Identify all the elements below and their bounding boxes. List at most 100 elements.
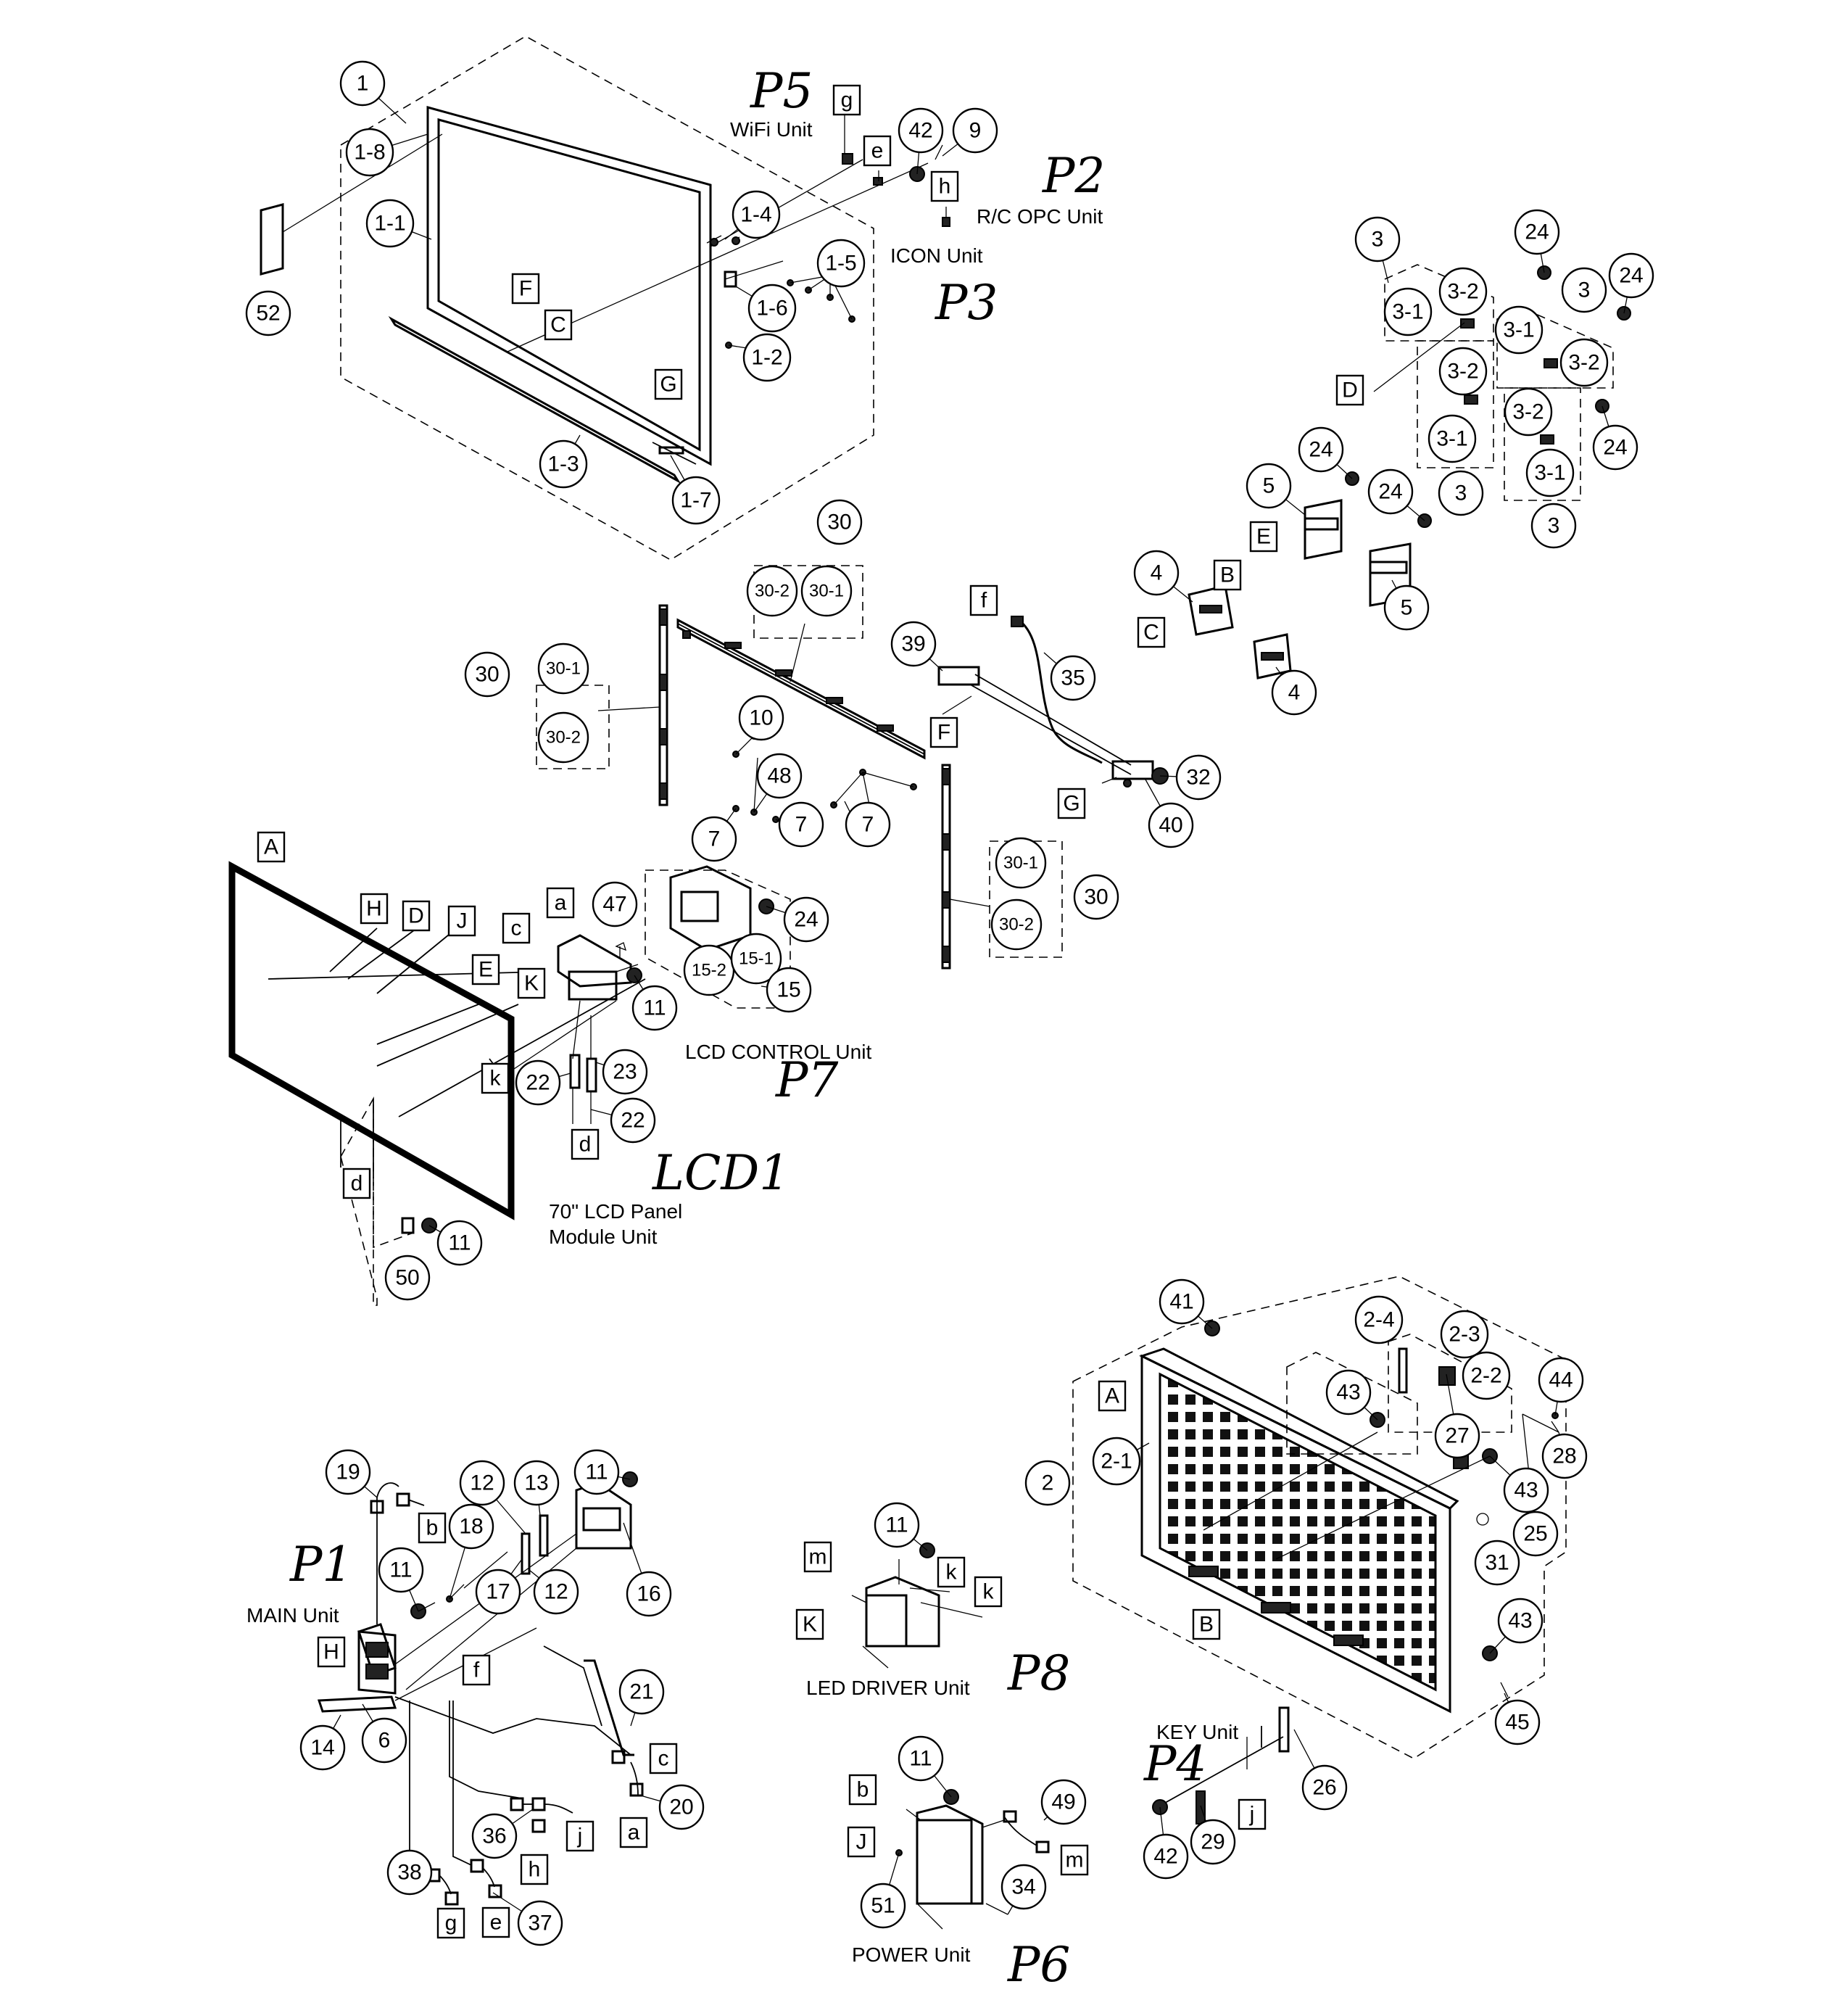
connector-box: [848, 1774, 877, 1806]
callout-circle: [1246, 463, 1292, 509]
part-number: 30-2: [755, 582, 790, 601]
part-callout: 1-7: [671, 476, 721, 525]
part-callout: 47: [592, 881, 638, 927]
callout-circle: [386, 1849, 433, 1896]
connector-callout: d: [571, 1128, 600, 1160]
callout-circle: [325, 1449, 371, 1495]
connector-letter: e: [871, 139, 884, 163]
part-callout: 43: [1497, 1598, 1544, 1644]
part-callout: 20: [658, 1784, 705, 1830]
connector-letter: J: [457, 909, 468, 933]
part-callout: 15-1: [730, 933, 782, 985]
part-callout: 11: [898, 1735, 944, 1782]
callout-circle: [339, 60, 386, 107]
callout-circle: [874, 1502, 920, 1548]
part-number: 49: [1051, 1790, 1075, 1814]
part-callout: 30-2: [746, 565, 798, 617]
part-callout: 30: [464, 651, 510, 698]
connector-callout: b: [418, 1512, 447, 1544]
connector-letter: f: [981, 589, 987, 613]
part-callout: 2-3: [1440, 1310, 1489, 1359]
connector-letter: c: [511, 917, 522, 941]
callout-circle: [1050, 655, 1096, 701]
connector-callout: G: [1057, 788, 1086, 819]
connector-callout: E: [471, 954, 500, 985]
connector-box: [342, 1168, 371, 1199]
callout-circle: [631, 985, 678, 1031]
part-callout: 25: [1512, 1511, 1559, 1557]
callout-circle: [995, 837, 1047, 889]
callout-circle: [1092, 1437, 1141, 1486]
callout-circle: [1497, 1598, 1544, 1644]
callout-circle: [783, 896, 829, 943]
part-callout: 11: [631, 985, 678, 1031]
part-callout: 30-1: [537, 642, 589, 695]
part-callout: 3: [1561, 267, 1607, 313]
part-callout: 38: [386, 1849, 433, 1896]
part-number: 24: [1525, 220, 1549, 244]
connector-callout: e: [481, 1906, 510, 1938]
connector-box: [257, 831, 286, 863]
part-callout: 3-1: [1383, 287, 1433, 336]
part-callout: 51: [860, 1883, 906, 1929]
callout-circle: [1434, 1413, 1480, 1459]
connector-letter: A: [1105, 1384, 1119, 1408]
connector-box: [511, 273, 540, 305]
unit-label: POWER Unit: [852, 1943, 971, 1966]
part-callout: 2-1: [1092, 1437, 1141, 1486]
part-number: 48: [767, 764, 791, 788]
connector-letter: E: [478, 958, 493, 982]
part-number: 44: [1549, 1368, 1573, 1392]
connector-callout: K: [517, 967, 546, 999]
part-number: 3-2: [1568, 351, 1599, 375]
connector-box: [565, 1820, 594, 1852]
callout-circle: [365, 199, 415, 248]
callout-circle: [1474, 1540, 1520, 1586]
part-callout: 28: [1541, 1433, 1588, 1479]
connector-box: [974, 1576, 1003, 1608]
part-callout: 19: [325, 1449, 371, 1495]
part-callout: 24: [1298, 426, 1344, 473]
connector-box: [937, 1556, 966, 1588]
callout-circle: [1148, 802, 1194, 848]
unit-label: KEY Unit: [1156, 1721, 1238, 1743]
part-callout: 22: [515, 1059, 561, 1106]
part-number: 3-2: [1447, 280, 1478, 304]
connector-box: [317, 1636, 346, 1668]
connector-callout: g: [832, 84, 861, 116]
part-number: 3-1: [1436, 427, 1467, 451]
callout-circle: [1367, 468, 1414, 515]
connector-box: [832, 84, 861, 116]
callout-circle: [464, 651, 510, 698]
part-number: 35: [1061, 666, 1085, 690]
callout-circle: [533, 1569, 579, 1615]
callout-circle: [658, 1784, 705, 1830]
callout-circle: [1514, 209, 1560, 255]
connector-callout: E: [1249, 521, 1278, 553]
part-number: 12: [544, 1580, 568, 1604]
callout-circle: [730, 933, 782, 985]
connector-letter: B: [1199, 1613, 1214, 1637]
connector-letter: h: [529, 1858, 541, 1882]
connector-box: [930, 170, 959, 202]
callout-circle: [1512, 1511, 1559, 1557]
part-callout: 13: [513, 1460, 560, 1506]
connector-box: [544, 309, 573, 341]
callout-circle: [573, 1449, 620, 1495]
part-callout: 29: [1190, 1819, 1236, 1865]
part-callout: 3: [1354, 216, 1401, 263]
connector-callout: a: [619, 1817, 648, 1848]
part-callout: 45: [1494, 1699, 1541, 1745]
part-number: 26: [1312, 1776, 1336, 1800]
connector-box: [1057, 788, 1086, 819]
part-callout: 32: [1175, 754, 1222, 801]
part-callout: 11: [378, 1547, 424, 1593]
part-number: 1: [357, 72, 369, 96]
part-number: 38: [397, 1861, 421, 1885]
callout-circle: [345, 128, 394, 177]
connector-box: [517, 967, 546, 999]
connector-letter: g: [445, 1912, 457, 1935]
callout-circle: [1073, 874, 1119, 920]
connector-callout: K: [795, 1608, 824, 1640]
callout-circle: [436, 1220, 483, 1266]
